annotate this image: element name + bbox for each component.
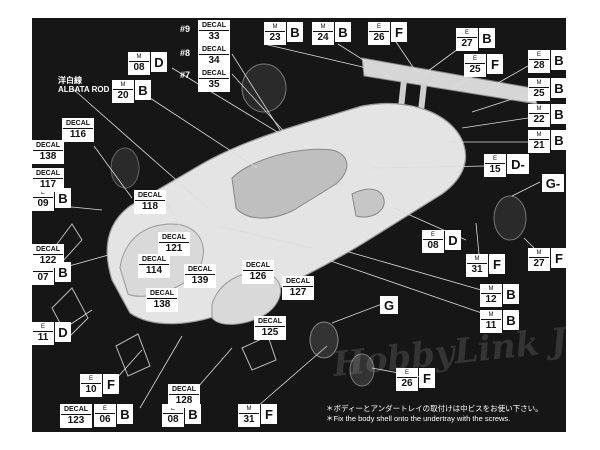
sprue-letter: B [551, 78, 566, 98]
sprue-letter: B [503, 284, 519, 304]
sprue-letter: B [479, 28, 495, 48]
sprue-letter: F [103, 374, 119, 394]
assembly-note-jp: ＊ボディーとアンダートレイの取付けは中ビスをお使い下さい。 [326, 404, 543, 413]
step-label-7: #7 [180, 70, 191, 80]
sprue-letter: B [287, 22, 303, 42]
sprue-letter: F [487, 54, 503, 74]
sprue-letter: D- [507, 154, 529, 174]
sprue-letter: D [55, 322, 71, 342]
callout-g: G [380, 296, 398, 314]
step-label-8: #8 [180, 48, 191, 58]
sprue-letter: F [419, 368, 435, 388]
assembly-note: ＊ボディーとアンダートレイの取付けは中ビスをお使い下さい。 ＊Fix the b… [326, 404, 543, 424]
albata-rod-label: 洋白線 ALBATA ROD [58, 76, 109, 94]
callout-g-minus: G- [542, 174, 564, 192]
sprue-letter: F [489, 254, 505, 274]
sprue-letter: F [391, 22, 407, 42]
sprue-letter: B [551, 104, 566, 124]
instruction-sheet: HobbyLink Japan #9 #8 #7 洋白線 ALBATA ROD … [32, 18, 566, 432]
sprue-letter: B [185, 404, 201, 424]
sprue-letter: B [335, 22, 351, 42]
sprue-letter: B [135, 80, 151, 100]
sprue-letter: B [551, 130, 566, 150]
sprue-letter: F [261, 404, 277, 424]
sprue-letter: F [551, 248, 566, 268]
sprue-letter: B [117, 404, 133, 424]
sprue-letter: B [551, 50, 566, 70]
sprue-letter: B [503, 310, 519, 330]
sprue-letter: D [445, 230, 461, 250]
assembly-note-en: ＊Fix the body shell onto the undertray w… [326, 414, 511, 424]
albata-rod-jp: 洋白線 [58, 76, 82, 85]
sprue-letter: B [55, 188, 71, 208]
step-label-9: #9 [180, 24, 191, 34]
sprue-letter: D [151, 52, 167, 72]
albata-rod-en: ALBATA ROD [58, 85, 110, 95]
